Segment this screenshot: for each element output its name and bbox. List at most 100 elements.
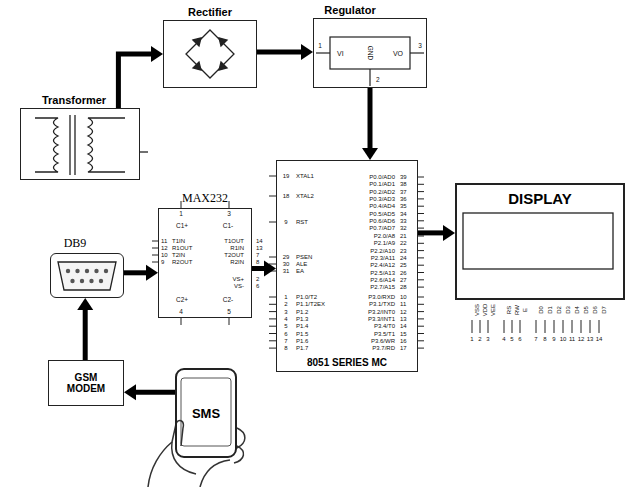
pin-label: 1 xyxy=(284,294,287,300)
pin-label: P2.7/A15 xyxy=(370,284,395,290)
pin-stub xyxy=(269,257,276,258)
pin-label: P0.7/AD7 xyxy=(369,225,395,231)
pin-label: XTAL2 xyxy=(296,193,314,199)
secondary-coil xyxy=(88,118,125,172)
block-label: Rectifier xyxy=(188,6,232,18)
block-box: MAX232 xyxy=(158,208,252,318)
pin-label: C2+ xyxy=(176,297,188,304)
pin-stub xyxy=(418,348,424,349)
pin-label: D0 xyxy=(538,306,544,314)
pin-label: 33 xyxy=(400,218,407,224)
pin-label: 31 xyxy=(283,268,290,274)
pin-label: P0.0/AD0 xyxy=(369,174,395,180)
arrow-connector xyxy=(124,265,158,281)
pin-label: 7 xyxy=(284,338,287,344)
pin-stub xyxy=(536,320,537,333)
pin-stub xyxy=(269,264,276,265)
pin-stub xyxy=(269,326,276,327)
pin-stub xyxy=(418,228,424,229)
pin-label: 17 xyxy=(400,345,407,351)
pin-stub xyxy=(545,320,546,333)
phone-screen xyxy=(181,378,231,446)
pin-label: D3 xyxy=(565,306,571,314)
regulator-chip xyxy=(330,37,410,69)
pin-label: 34 xyxy=(400,211,407,217)
pin-label: P1.4 xyxy=(296,323,308,329)
pin-stub xyxy=(418,318,424,319)
arrow-connector xyxy=(257,44,313,60)
pin-label: D2 xyxy=(556,306,562,314)
pin-label: D1 xyxy=(547,306,553,314)
pin-stub xyxy=(229,318,230,325)
connector-shell xyxy=(58,262,116,290)
pin-label: P0.6/AD6 xyxy=(369,218,395,224)
pin-label: GND xyxy=(367,46,374,60)
pin-label: 6 xyxy=(284,331,287,337)
pin-label: T1OUT xyxy=(224,238,244,244)
pin-stub xyxy=(269,297,276,298)
pin-label: R2OUT xyxy=(172,259,192,265)
arrow-head xyxy=(443,225,455,241)
pin-stub xyxy=(554,320,555,333)
pin-stub xyxy=(418,184,424,185)
pin-stub xyxy=(581,320,582,333)
pin-label: 5 xyxy=(227,309,231,316)
pin-label: RS xyxy=(506,306,512,314)
arrow-shaft xyxy=(257,50,302,55)
pin-label: 4 xyxy=(179,309,183,316)
pin-label: 30 xyxy=(283,261,290,267)
pin-label: 23 xyxy=(400,248,407,254)
pin-label: R2IN xyxy=(230,259,244,265)
pin-stub xyxy=(269,348,276,349)
pin-stub xyxy=(472,320,473,333)
pin-label: P2.4/A12 xyxy=(370,262,395,268)
arrow-shaft xyxy=(368,88,373,149)
pin-label: T2OUT xyxy=(224,252,244,258)
block-box: Transformer xyxy=(20,108,140,180)
arrow-head xyxy=(362,148,378,160)
arrow-shaft xyxy=(124,270,147,275)
diode-symbol xyxy=(193,62,201,70)
pin-label: P2.1/A9 xyxy=(374,240,395,246)
pin-label: 5 xyxy=(284,323,287,329)
arrow-head xyxy=(77,298,93,310)
bridge-diamond xyxy=(186,30,234,78)
pin-stub xyxy=(418,257,424,258)
pin-stub xyxy=(480,320,481,333)
pin-label: 7 xyxy=(256,252,259,258)
pin-stub xyxy=(512,320,513,333)
pin-stub xyxy=(488,320,489,333)
pin-label: VS+ xyxy=(232,276,244,282)
db9-connector xyxy=(58,262,116,290)
arrow-shaft xyxy=(418,230,444,235)
pin-label: 28 xyxy=(400,284,407,290)
block-label: DB9 xyxy=(64,236,87,251)
pin-label: 4 xyxy=(284,316,287,322)
pin-stub xyxy=(269,304,276,305)
pin-stub xyxy=(269,222,276,223)
pin-label: PSEN xyxy=(296,254,312,260)
pin-stub xyxy=(418,198,424,199)
pin-label: P3.7/RD xyxy=(372,345,395,351)
pin-label: P3.5/T1 xyxy=(374,331,395,337)
pin-stub xyxy=(599,320,600,333)
pin-label: 12 xyxy=(161,245,168,251)
pin-label: 39 xyxy=(400,174,407,180)
pin-label: T1IN xyxy=(172,238,185,244)
pin-label: P1.3 xyxy=(296,316,308,322)
arrow-head xyxy=(146,265,158,281)
pin-label: P0.1/AD1 xyxy=(369,181,395,187)
pin-label: P0.4/AD4 xyxy=(369,203,395,209)
block-label: MAX232 xyxy=(182,191,228,206)
pin-label: 18 xyxy=(283,193,290,199)
pin-label: EA xyxy=(296,268,304,274)
pin-stub xyxy=(418,311,424,312)
pin-label: 2 xyxy=(376,77,380,84)
arrow-shaft xyxy=(118,54,152,108)
pin-stub xyxy=(229,201,230,208)
arrow-connector xyxy=(252,261,276,277)
pin-label: 32 xyxy=(400,225,407,231)
pin-label: VO xyxy=(393,50,403,57)
pin-label: P3.2/INT0 xyxy=(368,309,395,315)
pin-stub xyxy=(181,201,182,208)
